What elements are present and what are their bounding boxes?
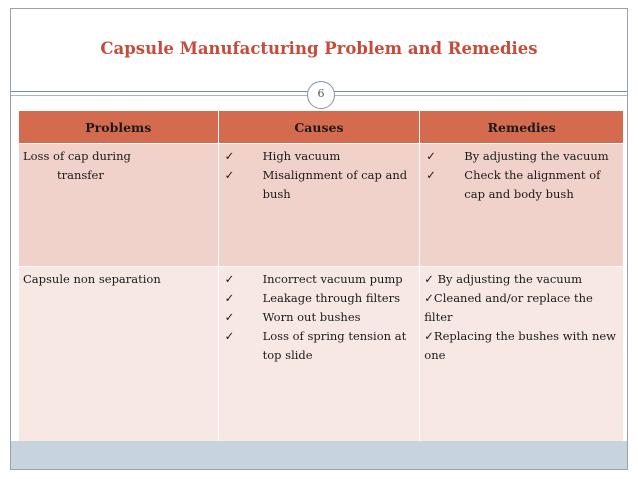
remedy-text: By adjusting the vacuum bbox=[437, 272, 582, 286]
causes-cell: ✓ Incorrect vacuum pump ✓ Leakage through … bbox=[218, 266, 421, 458]
problem-cell: Loss of cap during transfer bbox=[19, 143, 219, 267]
list-item: ✓ By adjusting the vacuum bbox=[424, 147, 619, 166]
check-icon: ✓ bbox=[426, 168, 436, 182]
slide-title: Capsule Manufacturing Problem and Remedi… bbox=[100, 39, 538, 58]
header-remedies: Remedies bbox=[419, 111, 624, 144]
problems-table: Problems Causes Remedies Loss of cap dur… bbox=[19, 111, 624, 458]
table-header-row: Problems Causes Remedies bbox=[19, 111, 624, 144]
list-item: ✓ High vacuum bbox=[223, 147, 416, 166]
remedy-text: Check the alignment of cap and body bush bbox=[464, 168, 601, 201]
problem-text-continued: transfer bbox=[57, 168, 104, 182]
check-icon: ✓ bbox=[224, 291, 235, 305]
check-icon: ✓ bbox=[424, 272, 434, 286]
slide: Capsule Manufacturing Problem and Remedi… bbox=[10, 8, 628, 470]
remedies-cell: ✓ By adjusting the vacuum ✓Cleaned and/o… bbox=[419, 266, 624, 458]
problem-text: Capsule non separation bbox=[23, 272, 161, 286]
header-causes: Causes bbox=[218, 111, 421, 144]
check-icon: ✓ bbox=[424, 329, 434, 343]
check-icon: ✓ bbox=[224, 168, 235, 182]
list-item: ✓ Incorrect vacuum pump bbox=[223, 270, 416, 289]
remedy-text: Replacing the bushes with new one bbox=[424, 329, 616, 362]
list-item: ✓Replacing the bushes with new one bbox=[424, 327, 619, 365]
remedy-text: Cleaned and/or replace the filter bbox=[424, 291, 593, 324]
cause-text: Incorrect vacuum pump bbox=[262, 272, 403, 286]
check-icon: ✓ bbox=[224, 272, 235, 286]
list-item: ✓ Loss of spring tension at top slide bbox=[223, 327, 416, 365]
table-row: Loss of cap during transfer ✓ High vacuum… bbox=[19, 143, 624, 267]
cause-text: Misalignment of cap and bush bbox=[262, 168, 408, 201]
causes-cell: ✓ High vacuum ✓ Misalignment of cap and bu… bbox=[218, 143, 421, 267]
cause-text: High vacuum bbox=[262, 149, 341, 163]
check-icon: ✓ bbox=[426, 149, 436, 163]
list-item: ✓ Worn out bushes bbox=[223, 308, 416, 327]
list-item: ✓ Check the alignment of cap and body bus… bbox=[424, 166, 619, 204]
check-icon: ✓ bbox=[424, 291, 434, 305]
cause-text: Worn out bushes bbox=[262, 310, 361, 324]
check-icon: ✓ bbox=[224, 310, 235, 324]
header-problems: Problems bbox=[19, 111, 219, 144]
remedies-cell: ✓ By adjusting the vacuum ✓ Check the alig… bbox=[419, 143, 624, 267]
cause-text: Leakage through filters bbox=[262, 291, 401, 305]
table-row: Capsule non separation ✓ Incorrect vacuum… bbox=[19, 266, 624, 458]
problem-text: Loss of cap during bbox=[23, 149, 131, 163]
check-icon: ✓ bbox=[224, 329, 235, 343]
problem-cell: Capsule non separation bbox=[19, 266, 219, 458]
remedy-text: By adjusting the vacuum bbox=[464, 149, 609, 163]
cause-text: Loss of spring tension at top slide bbox=[262, 329, 407, 362]
list-item: ✓Cleaned and/or replace the filter bbox=[424, 289, 619, 327]
list-item: ✓ Leakage through filters bbox=[223, 289, 416, 308]
list-item: ✓ Misalignment of cap and bush bbox=[223, 166, 416, 204]
footer-band bbox=[11, 441, 627, 469]
check-icon: ✓ bbox=[224, 149, 235, 163]
list-item: ✓ By adjusting the vacuum bbox=[424, 270, 619, 289]
page-number-badge: 6 bbox=[307, 81, 335, 109]
